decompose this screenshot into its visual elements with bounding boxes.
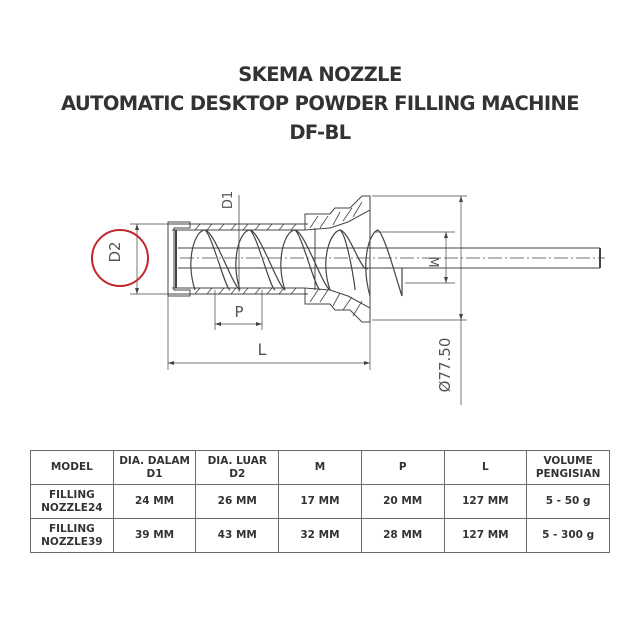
header-model: MODEL	[30, 450, 114, 485]
title-line-2: AUTOMATIC DESKTOP POWDER FILLING MACHINE	[61, 92, 580, 115]
label-d1: D1	[221, 191, 236, 209]
label-p: P	[234, 303, 243, 321]
cell-d1: 39 MM	[112, 518, 197, 553]
cell-p: 20 MM	[360, 484, 445, 519]
label-m: M	[425, 256, 440, 267]
cell-l: 127 MM	[443, 518, 528, 553]
header-p: P	[360, 450, 445, 485]
cell-d2: 43 MM	[195, 518, 280, 553]
cell-d2: 26 MM	[195, 484, 280, 519]
cell-p: 28 MM	[360, 518, 445, 553]
header-m: M	[278, 450, 362, 485]
page-title: SKEMA NOZZLE AUTOMATIC DESKTOP POWDER FI…	[0, 60, 640, 147]
d2-highlight-circle	[91, 229, 149, 287]
cell-l: 127 MM	[443, 484, 528, 519]
title-line-3: DF-BL	[289, 121, 351, 144]
cell-d1: 24 MM	[112, 484, 197, 519]
cell-volume: 5 - 300 g	[526, 518, 610, 553]
label-l: L	[258, 340, 267, 359]
title-line-1: SKEMA NOZZLE	[238, 63, 402, 86]
cell-m: 17 MM	[278, 484, 362, 519]
label-outer-diameter: Ø77.50	[436, 338, 454, 393]
header-l: L	[443, 450, 528, 485]
nozzle-technical-drawing: D2 D1 P L M Ø77.50	[91, 191, 605, 405]
cell-volume: 5 - 50 g	[526, 484, 610, 519]
label-d2: D2	[106, 241, 124, 262]
cell-m: 32 MM	[278, 518, 362, 553]
